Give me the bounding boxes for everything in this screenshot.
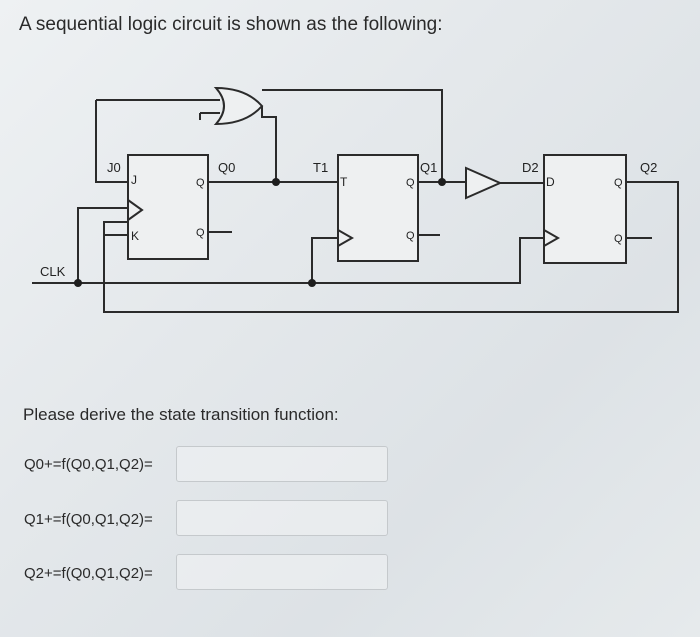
- jk-flipflop: [127, 154, 209, 260]
- q1-feedback: [262, 89, 443, 183]
- q1-answer-input[interactable]: [176, 500, 388, 536]
- question-title: A sequential logic circuit is shown as t…: [19, 14, 443, 35]
- t-flipflop: [337, 154, 419, 262]
- junction-clk-left: [74, 279, 82, 287]
- pin-q1: Q: [406, 177, 415, 189]
- q2-equation-label: Q2+=f(Q0,Q1,Q2)=: [24, 565, 153, 582]
- jk-clock-mark: [127, 199, 144, 221]
- label-t1: T1: [313, 160, 328, 175]
- pin-j: J: [131, 173, 137, 187]
- junction-q0: [272, 178, 280, 186]
- pin-q0: Q: [196, 177, 205, 189]
- t-clock-mark: [337, 229, 355, 247]
- or-gate: [213, 86, 264, 126]
- junction-clk-mid: [308, 279, 316, 287]
- pin-d: D: [546, 175, 555, 189]
- q0-answer-input[interactable]: [176, 446, 388, 482]
- q1-equation-label: Q1+=f(Q0,Q1,Q2)=: [24, 511, 153, 528]
- j0-wire: [95, 100, 128, 183]
- derive-prompt: Please derive the state transition funct…: [23, 405, 339, 424]
- clk-jk: [77, 207, 128, 283]
- junction-q1: [438, 178, 446, 186]
- label-q2: Q2: [640, 160, 657, 175]
- pin-q2-bar: Q: [614, 233, 623, 245]
- d-flipflop: [543, 154, 627, 264]
- label-clk: CLK: [40, 264, 66, 279]
- clk-t: [311, 237, 338, 283]
- q0-equation-label: Q0+=f(Q0,Q1,Q2)=: [24, 456, 153, 473]
- label-q0: Q0: [218, 160, 235, 175]
- pin-q1-bar: Q: [406, 230, 415, 242]
- label-d2: D2: [522, 160, 539, 175]
- q2-answer-input[interactable]: [176, 554, 388, 590]
- pin-q2: Q: [614, 177, 623, 189]
- buffer-gate: [465, 166, 503, 200]
- label-j0: J0: [107, 160, 121, 175]
- pin-k: K: [131, 229, 139, 243]
- label-q1: Q1: [420, 160, 437, 175]
- pin-q0-bar: Q: [196, 227, 205, 239]
- d-clock-mark: [543, 229, 561, 247]
- clk-line: [32, 237, 544, 284]
- or-output-wire: [261, 106, 277, 182]
- q2-wire: [103, 181, 679, 313]
- pin-t: T: [340, 175, 348, 189]
